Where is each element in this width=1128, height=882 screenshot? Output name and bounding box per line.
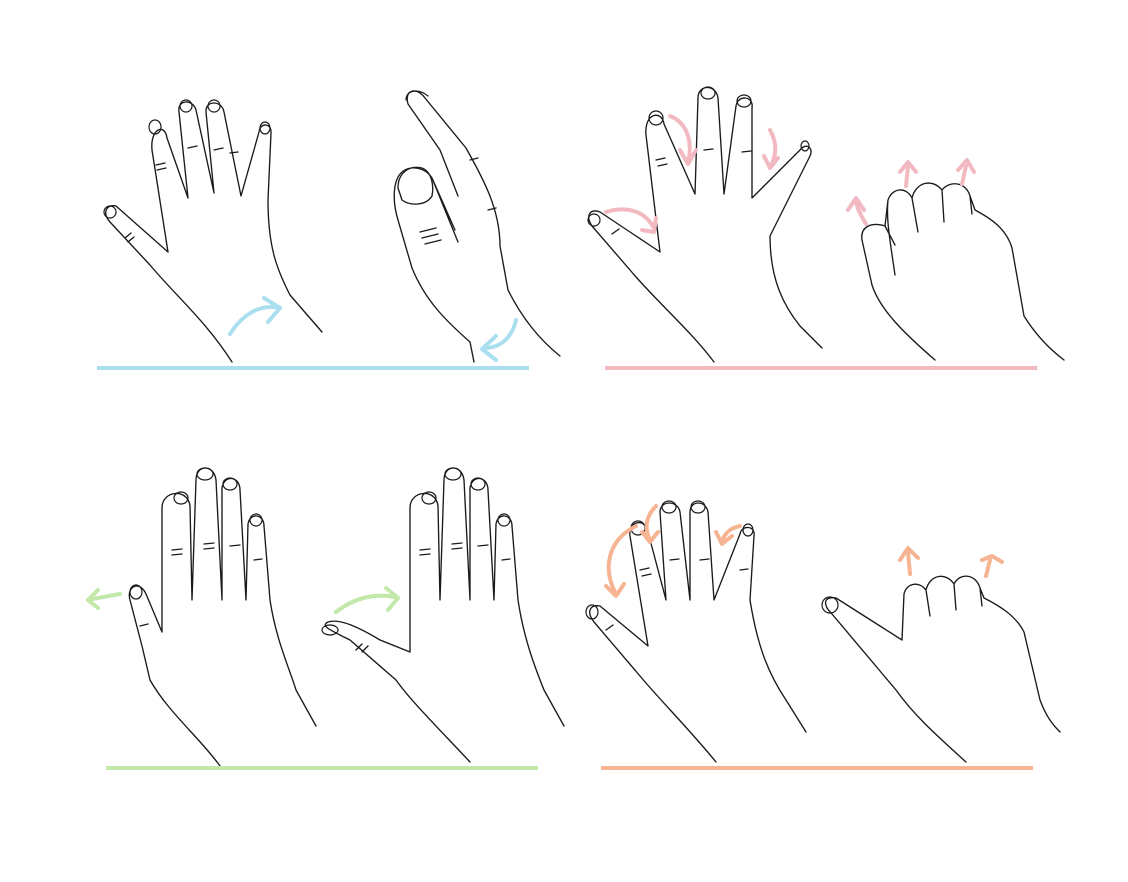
curved-arrow-icon bbox=[86, 586, 400, 614]
hand-outline-icon bbox=[321, 467, 565, 763]
hand-outline-icon bbox=[821, 575, 1061, 763]
curved-arrow-icon bbox=[604, 504, 1004, 598]
panel-thumb-abduction bbox=[86, 467, 565, 770]
curved-arrow-icon bbox=[228, 296, 518, 362]
panel-wrist-rotation bbox=[97, 90, 561, 370]
panel-finger-spread bbox=[585, 500, 1061, 770]
hand-outline-icon bbox=[393, 90, 561, 363]
hand-outline-icon bbox=[861, 182, 1065, 361]
panel-baseline bbox=[605, 366, 1037, 370]
panel-baseline bbox=[97, 366, 529, 370]
hand-outline-icon bbox=[587, 86, 823, 363]
panel-baseline bbox=[106, 766, 538, 770]
panel-baseline bbox=[601, 766, 1033, 770]
hand-outline-icon bbox=[103, 99, 323, 363]
hand-outline-icon bbox=[128, 467, 317, 767]
panel-finger-flexion bbox=[587, 86, 1065, 370]
hand-outline-icon bbox=[585, 500, 807, 763]
curved-arrow-icon bbox=[604, 114, 976, 234]
